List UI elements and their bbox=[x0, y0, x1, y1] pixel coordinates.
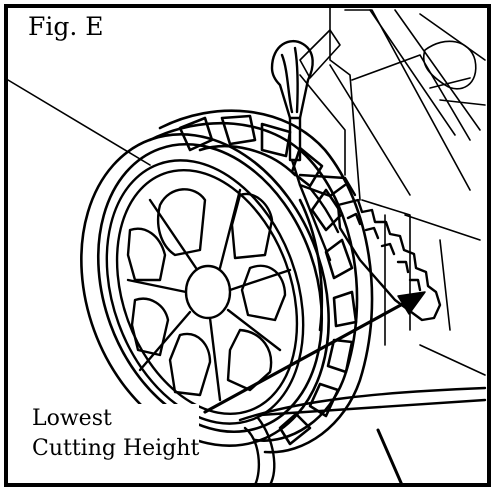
wheel-rim bbox=[105, 159, 305, 425]
callout-label: Lowest Cutting Height bbox=[32, 404, 200, 464]
figure-label: Fig. E bbox=[26, 10, 112, 46]
callout-line-2: Cutting Height bbox=[32, 436, 200, 461]
figure-frame bbox=[4, 4, 491, 487]
mower-wheel bbox=[80, 109, 374, 454]
leader-line bbox=[376, 428, 404, 487]
chassis-lines bbox=[7, 7, 486, 376]
pointer-arrow bbox=[203, 291, 426, 414]
callout-line-1: Lowest bbox=[32, 406, 112, 431]
deck-edge bbox=[238, 386, 487, 487]
